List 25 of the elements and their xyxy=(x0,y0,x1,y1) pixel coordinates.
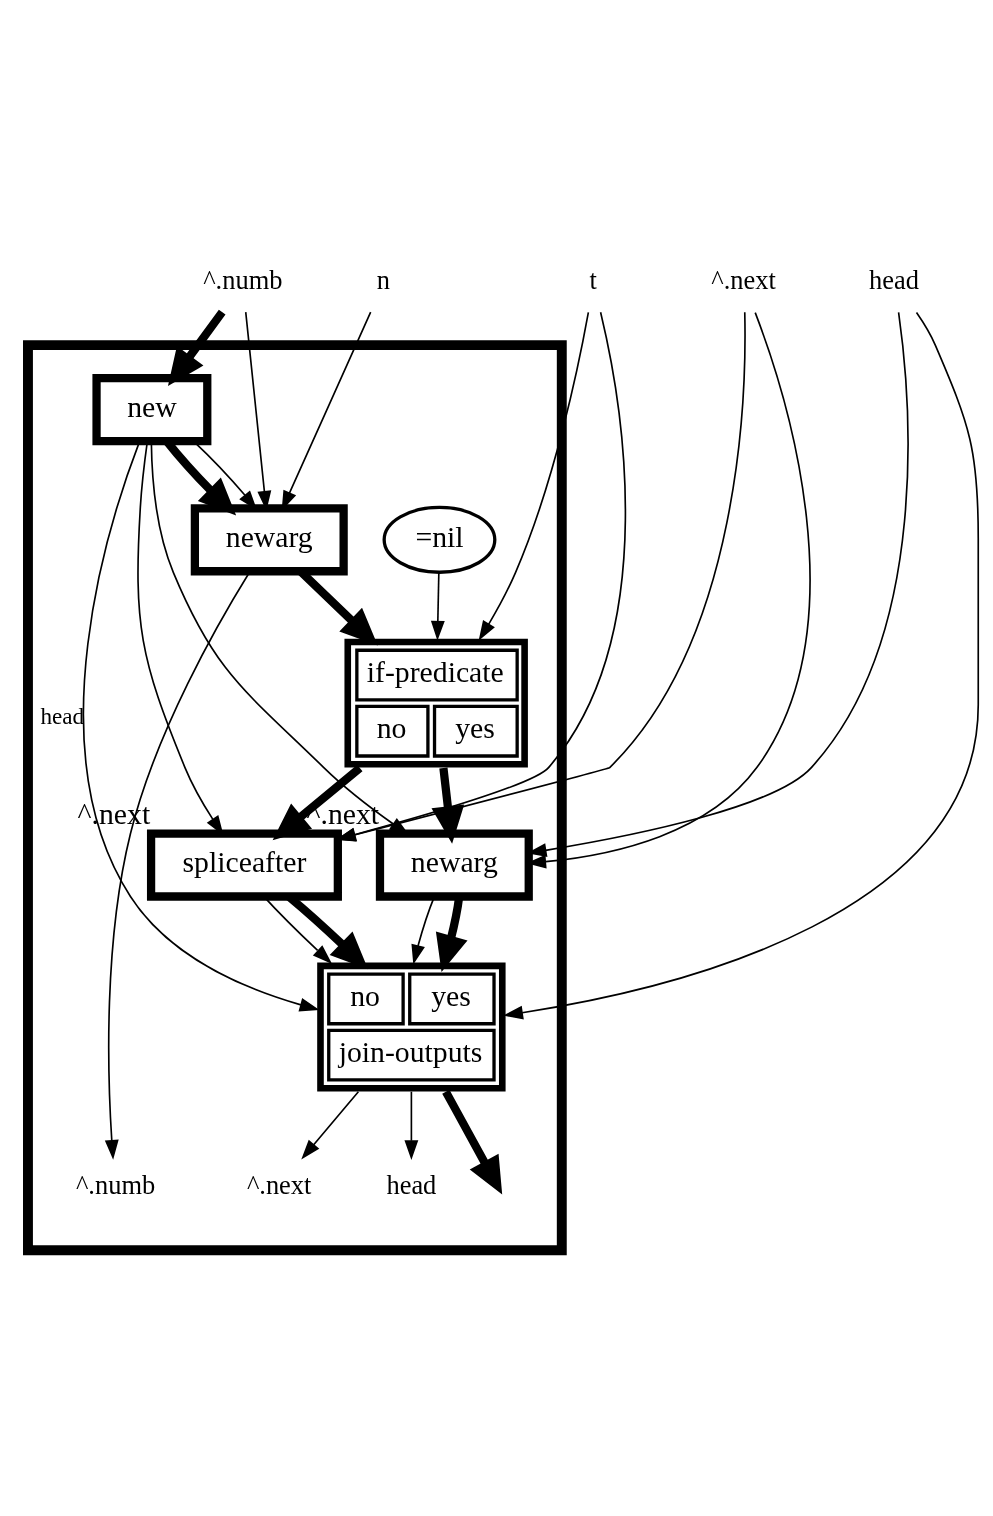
node-text: head xyxy=(386,1169,437,1200)
node-text: head xyxy=(869,264,919,295)
node-text: ^.numb xyxy=(203,264,283,295)
arrow xyxy=(430,572,445,641)
node-box: newarg xyxy=(375,829,533,901)
arrow xyxy=(503,311,980,1020)
node-ellipse: =nil xyxy=(382,505,497,574)
arrow xyxy=(442,1089,503,1195)
arrow xyxy=(431,767,465,844)
node-box: spliceafter xyxy=(146,829,342,901)
node-box: no yes join-outputs xyxy=(317,962,506,1092)
node-text: ^.next xyxy=(246,1169,312,1200)
edge-label: head xyxy=(40,703,85,730)
arrow xyxy=(404,1090,419,1161)
node-box: new xyxy=(92,374,212,446)
node-box: newarg xyxy=(190,504,348,576)
arrow xyxy=(167,309,226,387)
node-box: if-predicate no yes xyxy=(344,638,528,768)
node-text: n xyxy=(376,264,390,295)
arrow xyxy=(478,311,590,641)
node-text: ^.numb xyxy=(75,1169,156,1200)
cluster xyxy=(23,340,567,1256)
node-text: ^.next xyxy=(711,264,776,295)
arrow xyxy=(301,1090,360,1160)
node-text: t xyxy=(589,264,597,295)
